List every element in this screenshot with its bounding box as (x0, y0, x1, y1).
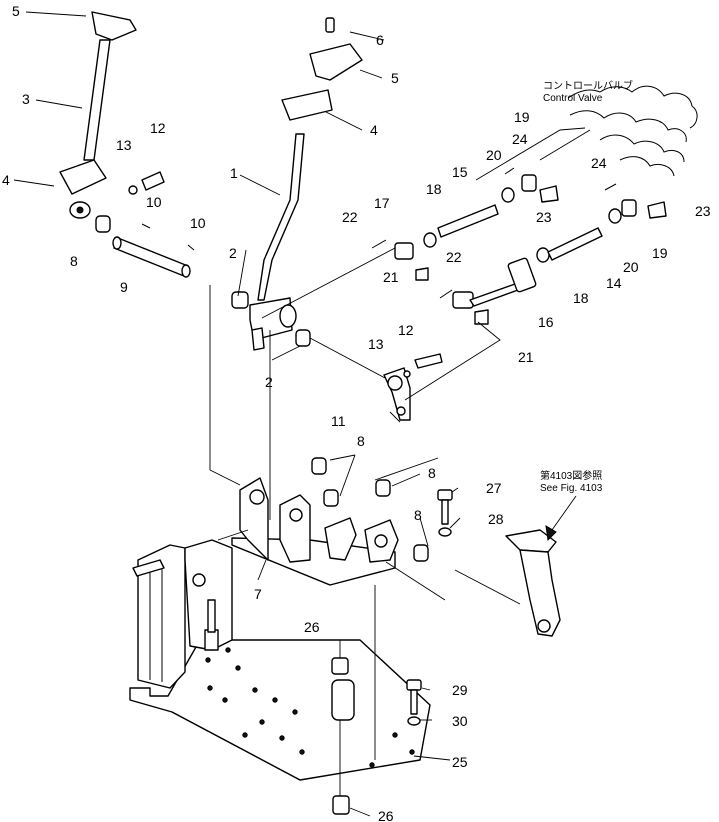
label-part-19b: 19 (652, 245, 668, 261)
shaft (112, 223, 195, 278)
pedal-reference (505, 529, 561, 637)
label-part-21b: 21 (518, 349, 534, 365)
annotation-notes: コントロールバルブ Control Valve 第4103図参照 See Fig… (540, 79, 633, 494)
side-bracket-left (132, 539, 233, 689)
control-valve-sketch (567, 85, 698, 177)
label-part-12a: 12 (150, 120, 166, 136)
label-part-3: 3 (22, 91, 30, 107)
label-part-21a: 21 (383, 269, 399, 285)
left-lever-assembly (59, 11, 165, 219)
label-part-23a: 23 (536, 209, 552, 225)
label-part-1: 1 (230, 165, 238, 181)
label-part-8d: 8 (414, 507, 422, 523)
label-part-16: 16 (538, 314, 554, 330)
label-part-22b: 22 (446, 249, 462, 265)
label-part-4b: 4 (370, 122, 378, 138)
label-part-22a: 22 (342, 209, 358, 225)
label-part-18b: 18 (573, 290, 589, 306)
label-part-6: 6 (376, 32, 384, 48)
part-number-labels: 5 6 5 3 4 4 13 12 10 10 8 9 1 2 2 22 17 … (2, 3, 711, 822)
label-part-9: 9 (120, 279, 128, 295)
label-part-18a: 18 (426, 181, 442, 197)
control-valve-note-en: Control Valve (543, 93, 603, 104)
label-part-13a: 13 (116, 137, 132, 153)
label-part-4a: 4 (2, 172, 10, 188)
control-valve-note-jp: コントロールバルブ (543, 79, 633, 92)
label-part-17: 17 (374, 195, 390, 211)
label-part-5a: 5 (12, 3, 20, 19)
label-part-20a: 20 (486, 147, 502, 163)
see-fig-note-en: See Fig. 4103 (540, 483, 603, 494)
main-lever-assembly (231, 17, 363, 351)
fasteners (331, 489, 453, 815)
base-plate (129, 639, 431, 781)
label-part-24b: 24 (591, 155, 607, 171)
label-part-2b: 2 (265, 374, 273, 390)
label-part-5b: 5 (391, 70, 399, 86)
label-part-14: 14 (606, 275, 622, 291)
label-part-11: 11 (331, 413, 346, 429)
label-part-15: 15 (452, 164, 468, 180)
label-part-8a: 8 (70, 253, 78, 269)
label-part-26a: 26 (304, 619, 320, 635)
label-part-27: 27 (486, 480, 502, 496)
label-part-8b: 8 (357, 433, 365, 449)
label-part-19a: 19 (514, 109, 530, 125)
label-part-8c: 8 (428, 465, 436, 481)
label-part-24a: 24 (512, 131, 528, 147)
label-part-28: 28 (488, 511, 504, 527)
label-part-7: 7 (254, 586, 262, 602)
leader-lines (13, 11, 591, 817)
label-part-26b: 26 (378, 808, 394, 822)
label-part-13b: 13 (368, 336, 384, 352)
label-part-2a: 2 (229, 245, 237, 261)
rod-assemblies (371, 167, 667, 325)
see-fig-note-jp: 第4103図参照 (540, 469, 602, 482)
label-part-10a: 10 (146, 194, 162, 210)
label-part-25: 25 (452, 754, 468, 770)
label-part-23b: 23 (695, 203, 711, 219)
label-part-10b: 10 (190, 215, 206, 231)
label-part-30: 30 (452, 713, 468, 729)
lever-bracket-frame (231, 477, 399, 586)
link-assembly (383, 353, 443, 421)
label-part-12b: 12 (398, 322, 414, 338)
label-part-20b: 20 (623, 259, 639, 275)
label-part-29: 29 (452, 682, 468, 698)
bushing-parts (95, 215, 429, 562)
